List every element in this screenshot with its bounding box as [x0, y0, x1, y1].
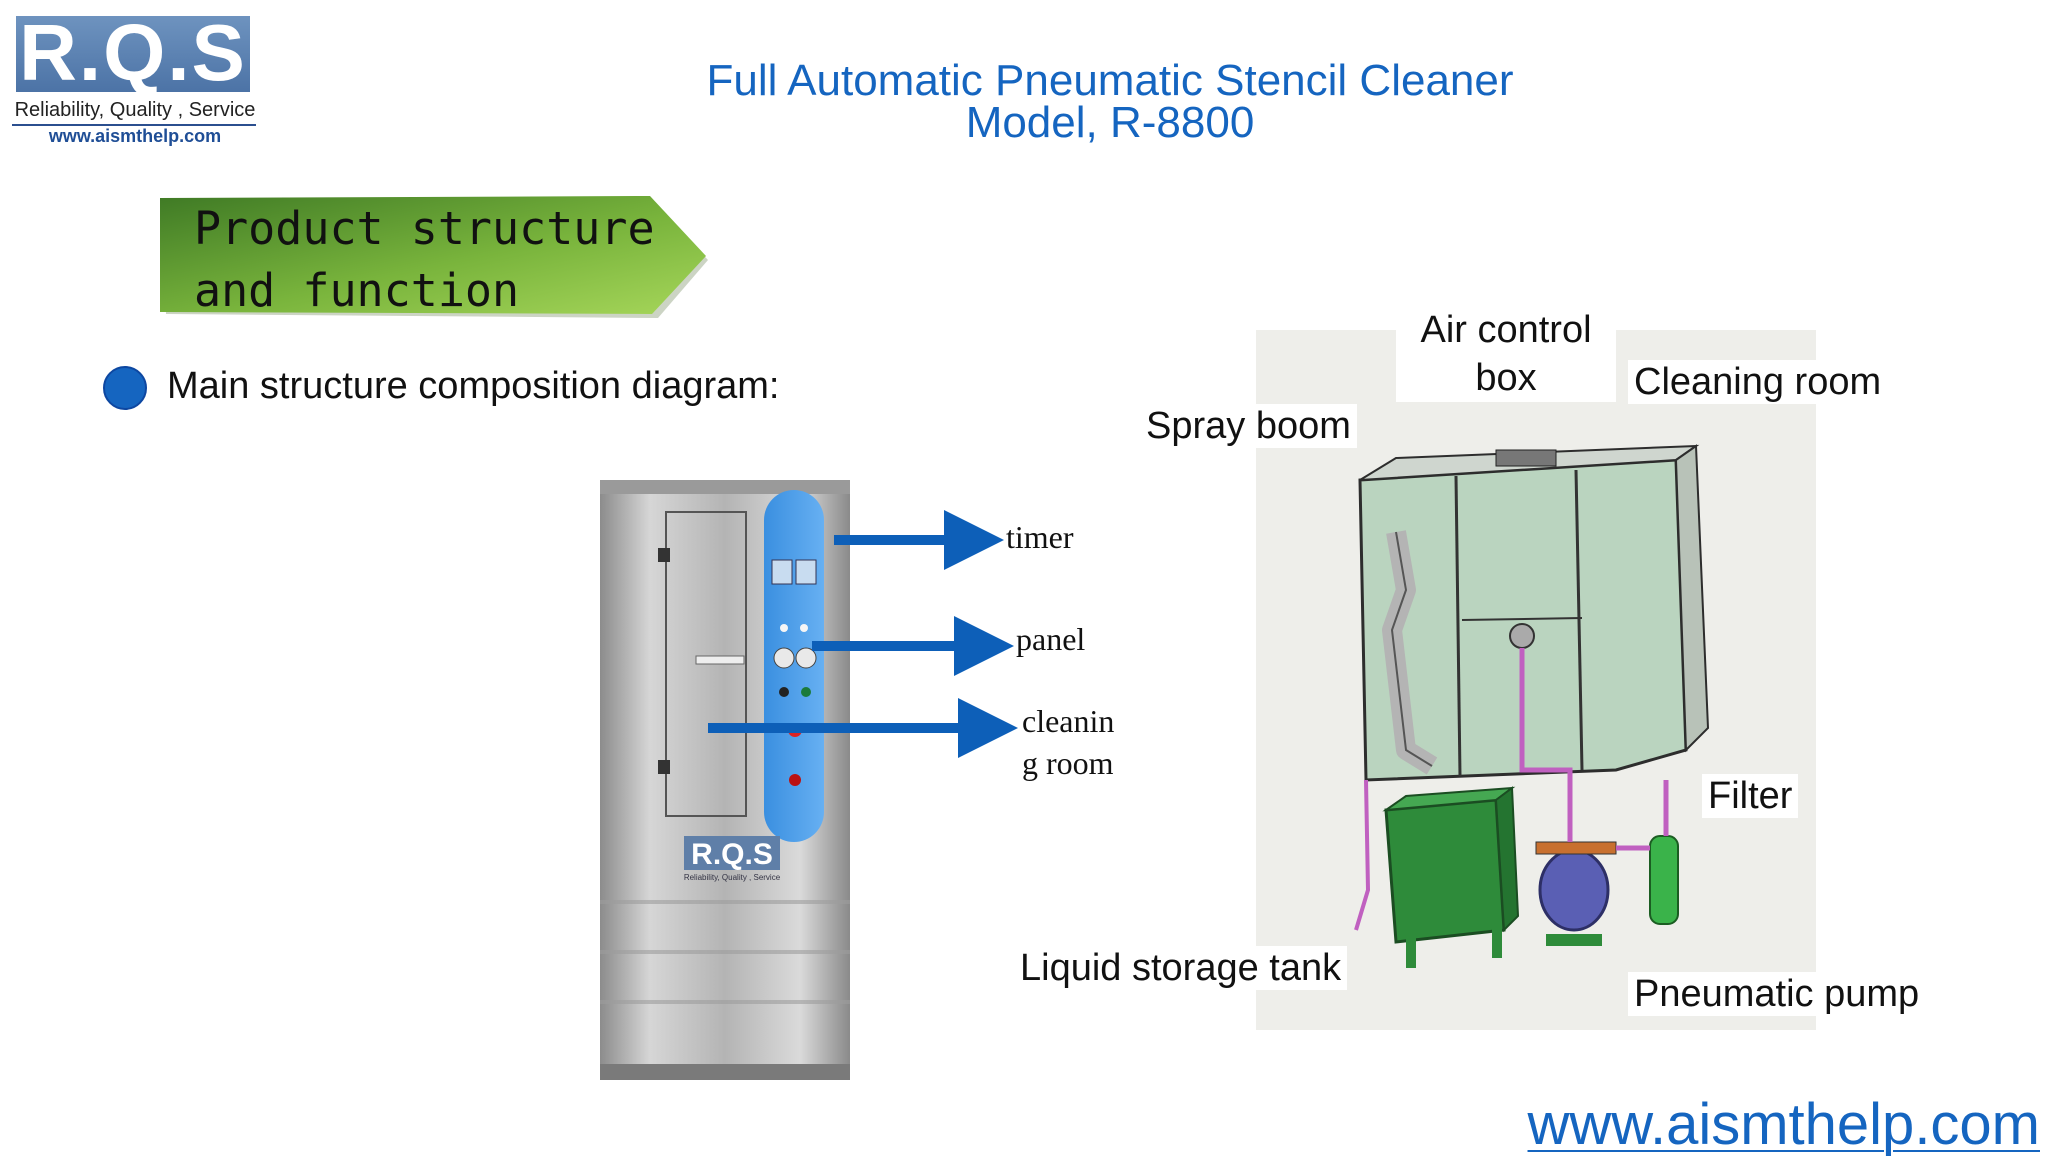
- gauge-1: [773, 647, 795, 669]
- chamber-side: [1674, 444, 1710, 753]
- timer-display-1: [771, 559, 793, 585]
- timer-display-2: [795, 559, 817, 585]
- callout-timer: timer: [1006, 519, 1074, 555]
- machine-brand-sub: Reliability, Quality , Service: [684, 873, 781, 882]
- door-hinge-bottom: [658, 760, 670, 774]
- logo-mark: R.Q.S: [19, 8, 247, 97]
- banner-title: Product structure and function: [194, 202, 655, 317]
- filter-canister: [1649, 835, 1679, 925]
- air-control-box: [1495, 449, 1557, 467]
- indicator-1: [780, 624, 788, 632]
- logo-divider: [12, 124, 256, 126]
- brand-plate: [684, 836, 780, 870]
- tank-leg-2: [1492, 928, 1502, 958]
- nozzle-hub: [1509, 623, 1535, 649]
- logo-tagline: Reliability, Quality , Service: [14, 99, 256, 121]
- page-subtitle: Model, R-8800: [965, 98, 1255, 147]
- pneumatic-pump: [1538, 848, 1610, 932]
- chamber-frame-1: [1454, 475, 1462, 777]
- page-title: Full Automatic Pneumatic Stencil Cleaner: [706, 56, 1514, 105]
- label-filter: Filter: [1702, 774, 1799, 818]
- machine-base: [600, 1064, 850, 1080]
- label-air-control-box: Air control box: [1396, 306, 1616, 402]
- tank-leg-1: [1406, 938, 1416, 968]
- switch-1: [779, 687, 789, 697]
- machine-door: [665, 511, 747, 817]
- section-banner: [160, 196, 708, 318]
- bullet-icon: [103, 366, 147, 410]
- label-cleaning-room: Cleaning room: [1628, 360, 1888, 404]
- switch-2: [801, 687, 811, 697]
- logo-background: [16, 16, 250, 92]
- label-spray-boom: Spray boom: [1140, 404, 1357, 448]
- steel-reflection-3: [600, 1000, 850, 1004]
- door-hinge-top: [658, 548, 670, 562]
- steel-reflection-2: [600, 950, 850, 954]
- footer-url[interactable]: www.aismthelp.com: [1527, 1092, 2040, 1157]
- label-pneumatic-pump: Pneumatic pump: [1628, 972, 1926, 1016]
- start-button: [788, 723, 802, 737]
- pump-manifold: [1535, 841, 1617, 855]
- chamber-frame-2: [1574, 469, 1584, 771]
- control-panel: [764, 490, 824, 842]
- machine-top: [600, 480, 850, 494]
- machine-illustration: R.Q.S Reliability, Quality , Service: [600, 480, 850, 1080]
- spray-boom-outline: [1390, 531, 1433, 767]
- callout-panel: panel: [1016, 621, 1086, 657]
- section-heading: Main structure composition diagram:: [167, 365, 780, 407]
- stop-button: [789, 774, 801, 786]
- steel-reflection-1: [600, 900, 850, 904]
- door-handle: [695, 655, 745, 665]
- pipe-1: [1519, 648, 1573, 842]
- pump-base: [1546, 934, 1602, 946]
- callout-cleaning-room: cleanin g room: [1022, 703, 1115, 781]
- liquid-storage-tank: [1384, 798, 1506, 944]
- tank-side: [1494, 786, 1520, 933]
- indicator-2: [800, 624, 808, 632]
- chamber-frame-3: [1461, 617, 1583, 621]
- gauge-2: [795, 647, 817, 669]
- pipe-4: [1354, 779, 1371, 931]
- machine-brand: R.Q.S: [691, 838, 773, 871]
- logo-url: www.aismthelp.com: [48, 126, 222, 146]
- label-liquid-storage-tank: Liquid storage tank: [1014, 946, 1348, 990]
